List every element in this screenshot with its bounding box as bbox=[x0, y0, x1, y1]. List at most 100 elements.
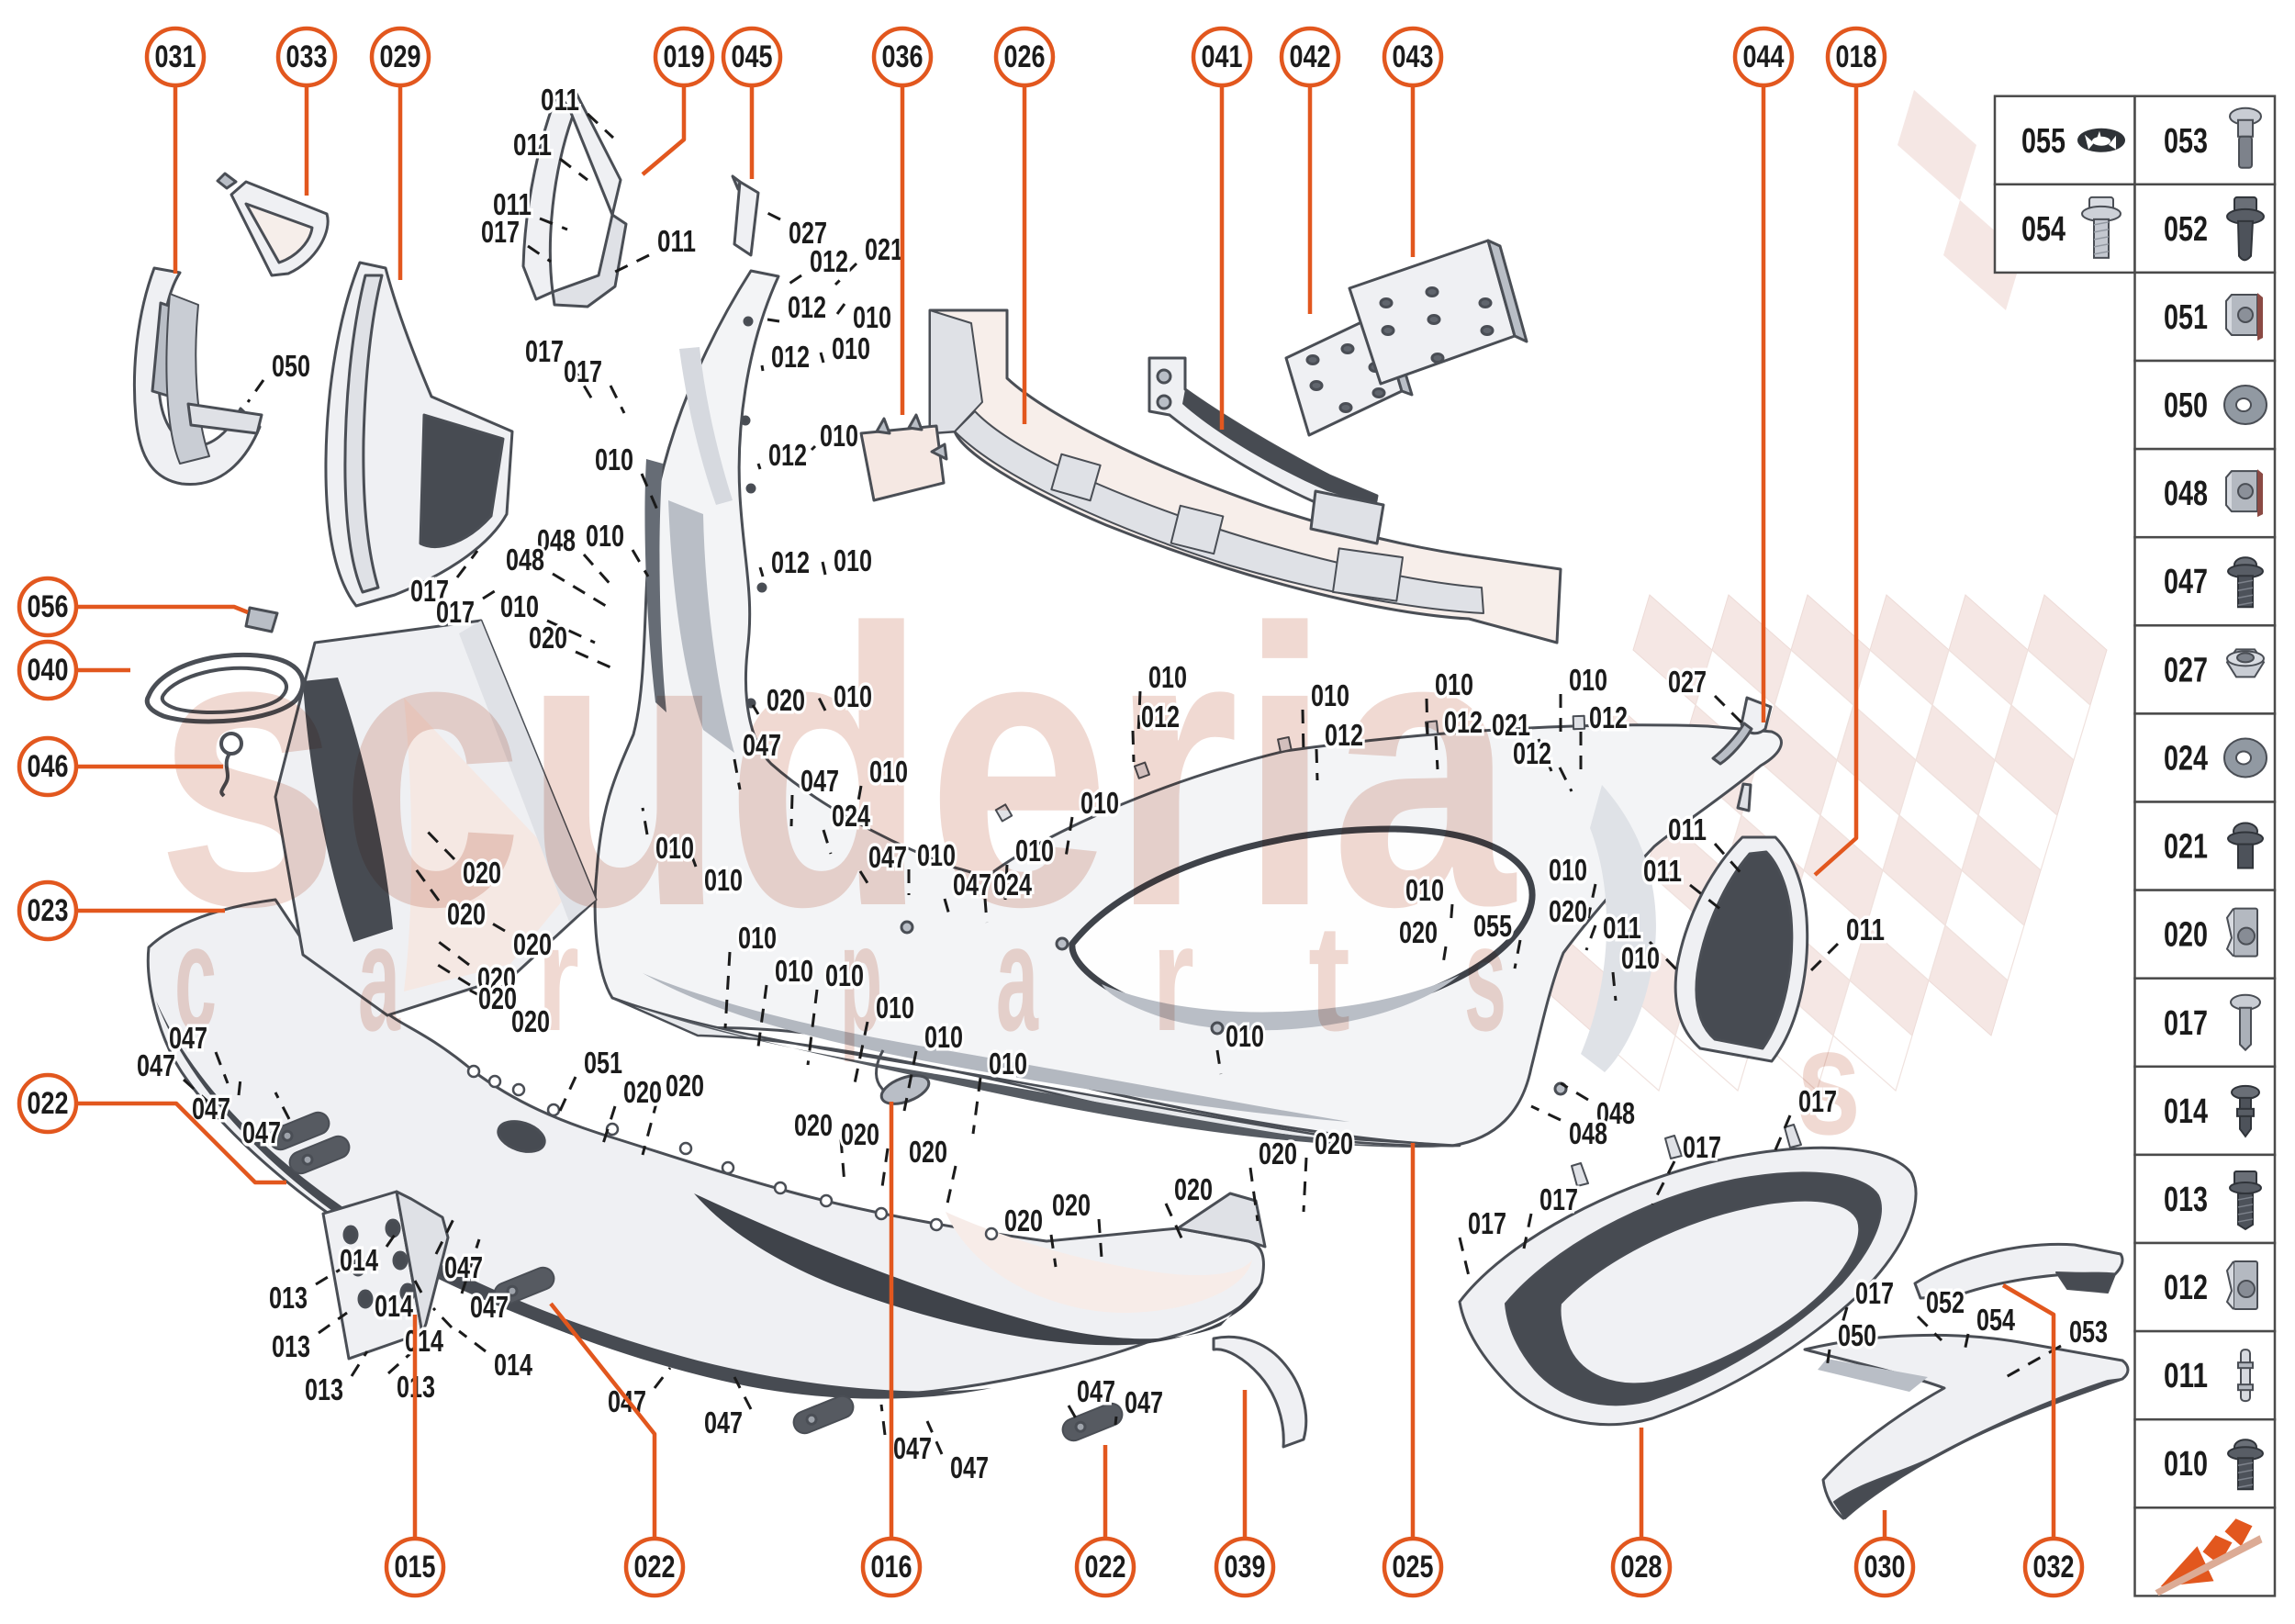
svg-text:010: 010 bbox=[2164, 1445, 2208, 1484]
svg-text:010: 010 bbox=[876, 991, 914, 1025]
svg-text:010: 010 bbox=[1549, 853, 1587, 887]
svg-text:031: 031 bbox=[155, 39, 196, 74]
svg-text:s: s bbox=[1797, 997, 1861, 1166]
svg-text:020: 020 bbox=[477, 961, 516, 995]
svg-text:020: 020 bbox=[623, 1075, 662, 1109]
svg-text:012: 012 bbox=[1444, 705, 1483, 739]
svg-text:016: 016 bbox=[871, 1550, 912, 1585]
svg-text:010: 010 bbox=[738, 921, 777, 955]
svg-text:010: 010 bbox=[869, 755, 908, 789]
svg-text:012: 012 bbox=[1141, 700, 1180, 734]
svg-text:020: 020 bbox=[513, 927, 552, 961]
svg-text:021: 021 bbox=[865, 232, 903, 266]
svg-text:048: 048 bbox=[1569, 1116, 1607, 1150]
svg-text:010: 010 bbox=[586, 519, 624, 553]
svg-text:033: 033 bbox=[286, 39, 328, 74]
svg-text:010: 010 bbox=[853, 300, 891, 334]
svg-text:020: 020 bbox=[1174, 1172, 1213, 1206]
svg-text:010: 010 bbox=[989, 1047, 1027, 1081]
svg-text:011: 011 bbox=[1668, 812, 1707, 846]
svg-text:048: 048 bbox=[1596, 1096, 1635, 1130]
svg-text:051: 051 bbox=[2164, 298, 2208, 337]
svg-text:013: 013 bbox=[305, 1372, 343, 1406]
svg-text:020: 020 bbox=[2164, 916, 2208, 955]
svg-text:014: 014 bbox=[494, 1348, 532, 1382]
svg-text:017: 017 bbox=[1683, 1130, 1721, 1164]
svg-text:010: 010 bbox=[1405, 873, 1444, 907]
svg-text:036: 036 bbox=[882, 39, 924, 74]
svg-text:028: 028 bbox=[1621, 1550, 1662, 1585]
svg-text:022: 022 bbox=[1085, 1550, 1126, 1585]
svg-text:047: 047 bbox=[192, 1092, 230, 1126]
svg-text:010: 010 bbox=[820, 419, 858, 453]
svg-text:p: p bbox=[840, 893, 882, 1062]
svg-text:011: 011 bbox=[541, 83, 579, 117]
svg-text:048: 048 bbox=[506, 543, 544, 577]
svg-text:045: 045 bbox=[732, 39, 773, 74]
svg-text:010: 010 bbox=[917, 838, 956, 872]
svg-text:026: 026 bbox=[1004, 39, 1046, 74]
svg-text:010: 010 bbox=[655, 831, 694, 865]
svg-text:040: 040 bbox=[28, 653, 69, 688]
svg-text:012: 012 bbox=[2164, 1269, 2208, 1307]
svg-text:021: 021 bbox=[2164, 828, 2208, 867]
svg-text:017: 017 bbox=[410, 574, 449, 608]
svg-text:050: 050 bbox=[2164, 386, 2208, 425]
svg-text:048: 048 bbox=[2164, 475, 2208, 513]
svg-text:017: 017 bbox=[1539, 1182, 1578, 1216]
svg-text:011: 011 bbox=[1643, 854, 1682, 888]
svg-text:032: 032 bbox=[2033, 1550, 2075, 1585]
svg-text:051: 051 bbox=[584, 1046, 622, 1080]
svg-text:017: 017 bbox=[2164, 1004, 2208, 1043]
svg-text:024: 024 bbox=[2164, 739, 2208, 778]
svg-text:012: 012 bbox=[768, 438, 807, 472]
svg-text:047: 047 bbox=[743, 728, 781, 762]
svg-text:052: 052 bbox=[1926, 1285, 1965, 1319]
svg-text:010: 010 bbox=[1015, 834, 1054, 868]
svg-text:020: 020 bbox=[794, 1108, 833, 1142]
svg-text:011: 011 bbox=[1603, 911, 1641, 945]
svg-text:015: 015 bbox=[395, 1550, 436, 1585]
svg-text:010: 010 bbox=[1435, 667, 1473, 701]
svg-text:018: 018 bbox=[1836, 39, 1877, 74]
svg-text:012: 012 bbox=[1513, 736, 1551, 770]
svg-text:047: 047 bbox=[800, 764, 839, 798]
svg-text:017: 017 bbox=[1798, 1084, 1837, 1118]
svg-text:054: 054 bbox=[2021, 210, 2066, 249]
svg-text:039: 039 bbox=[1225, 1550, 1266, 1585]
svg-text:050: 050 bbox=[272, 349, 310, 383]
svg-text:013: 013 bbox=[272, 1329, 310, 1363]
svg-text:scuderia: scuderia bbox=[156, 548, 1517, 989]
svg-text:010: 010 bbox=[832, 331, 870, 365]
svg-text:020: 020 bbox=[1004, 1204, 1043, 1238]
svg-text:s: s bbox=[1464, 893, 1506, 1062]
svg-text:053: 053 bbox=[2069, 1315, 2108, 1349]
svg-text:010: 010 bbox=[1311, 678, 1349, 712]
svg-text:010: 010 bbox=[500, 589, 539, 623]
svg-text:027: 027 bbox=[1668, 665, 1707, 699]
svg-text:055: 055 bbox=[2021, 122, 2066, 161]
svg-text:010: 010 bbox=[704, 863, 743, 897]
svg-text:012: 012 bbox=[788, 290, 826, 324]
svg-text:043: 043 bbox=[1393, 39, 1434, 74]
svg-text:020: 020 bbox=[447, 897, 486, 931]
svg-text:027: 027 bbox=[2164, 651, 2208, 689]
svg-text:010: 010 bbox=[834, 679, 872, 713]
svg-text:014: 014 bbox=[405, 1324, 443, 1358]
svg-text:013: 013 bbox=[269, 1281, 308, 1315]
svg-text:r: r bbox=[537, 893, 579, 1062]
svg-text:a: a bbox=[996, 893, 1039, 1062]
svg-text:017: 017 bbox=[564, 354, 602, 388]
svg-text:047: 047 bbox=[242, 1115, 281, 1149]
svg-text:c: c bbox=[174, 893, 217, 1062]
svg-text:017: 017 bbox=[436, 595, 475, 629]
svg-text:020: 020 bbox=[1052, 1188, 1091, 1222]
svg-text:013: 013 bbox=[2164, 1181, 2208, 1219]
svg-text:011: 011 bbox=[493, 187, 532, 221]
svg-text:020: 020 bbox=[463, 856, 501, 890]
svg-text:020: 020 bbox=[1259, 1137, 1297, 1170]
svg-text:048: 048 bbox=[537, 523, 576, 557]
svg-text:047: 047 bbox=[137, 1048, 175, 1082]
svg-text:011: 011 bbox=[2164, 1357, 2208, 1395]
svg-text:047: 047 bbox=[2164, 563, 2208, 601]
